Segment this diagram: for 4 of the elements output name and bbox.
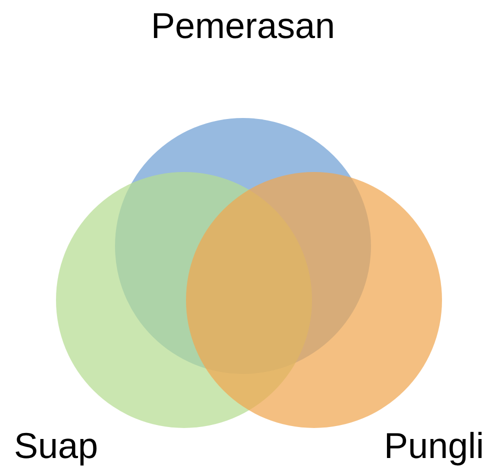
venn-circle bbox=[186, 172, 442, 428]
set-label: Pungli bbox=[382, 424, 486, 468]
set-label: Suap bbox=[12, 424, 100, 468]
set-label: Pemerasan bbox=[150, 4, 336, 48]
